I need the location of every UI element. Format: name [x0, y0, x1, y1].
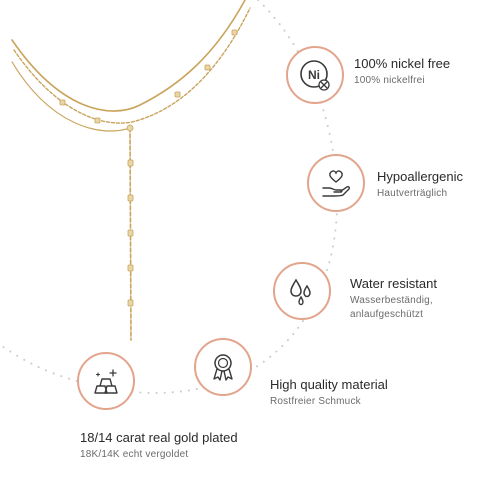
svg-text:Ni: Ni [308, 68, 320, 82]
feature-subtitle: Hautverträglich [377, 188, 448, 199]
feature-subtitle: Rostfreier Schmuck [270, 396, 361, 407]
nickel-free-icon: Ni [300, 60, 330, 91]
feature-title: Hypoallergenic [377, 169, 463, 184]
nickel-free-badge: Ni [286, 46, 344, 104]
feature-subtitle-line-1: Wasserbeständig, [350, 295, 433, 306]
water-drops-icon [290, 278, 311, 306]
feature-subtitle-line-2: anlaufgeschützt [350, 309, 424, 320]
feature-title: Water resistant [350, 276, 437, 291]
necklace-beads [59, 29, 238, 307]
feature-title: 100% nickel free [354, 56, 451, 71]
dotted-arc [0, 0, 339, 394]
feature-title: 18/14 carat real gold plated [80, 430, 238, 445]
heart-hand-icon [322, 170, 350, 197]
feature-title: High quality material [270, 377, 388, 392]
award-medal-icon [213, 354, 233, 381]
high-quality-badge [194, 338, 252, 396]
gold-plated-badge [77, 352, 135, 410]
necklace-chain [11, 0, 251, 341]
hypoallergenic-badge [307, 154, 365, 212]
water-resistant-badge [273, 262, 331, 320]
feature-subtitle: 100% nickelfrei [354, 75, 425, 86]
gold-bars-icon [94, 369, 118, 394]
feature-subtitle: 18K/14K echt vergoldet [80, 449, 189, 460]
